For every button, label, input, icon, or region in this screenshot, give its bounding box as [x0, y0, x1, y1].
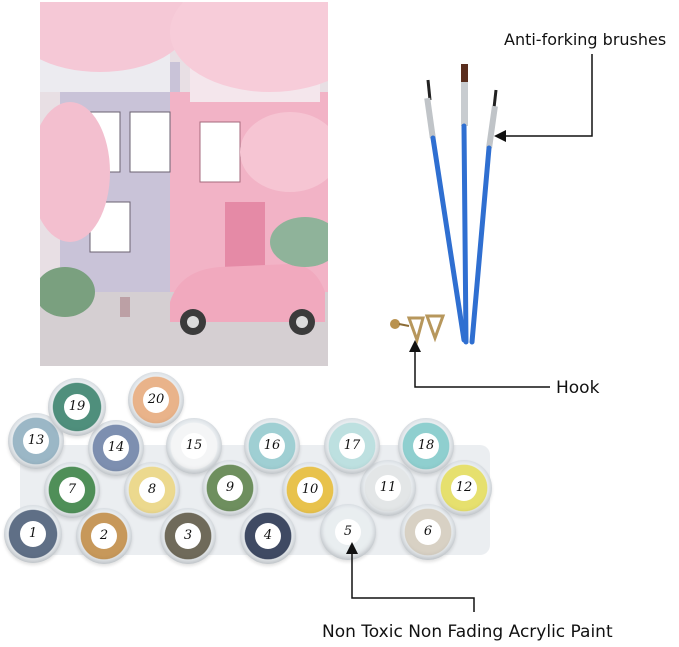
- paint-pot-number: 20: [143, 387, 169, 413]
- paint-pot-18: 18: [398, 418, 454, 474]
- flat-brush-middle: [461, 64, 469, 345]
- paint-pot-number: 15: [181, 433, 207, 459]
- hook-label: Hook: [556, 378, 600, 398]
- paint-pot-number: 5: [335, 519, 361, 545]
- paint-label: Non Toxic Non Fading Acrylic Paint: [322, 622, 613, 642]
- paint-pot-number: 2: [91, 523, 117, 549]
- paint-pot-6: 6: [400, 504, 456, 560]
- paint-pot-number: 12: [451, 475, 477, 501]
- paint-pot-number: 19: [64, 394, 90, 420]
- paint-pot-number: 17: [339, 433, 365, 459]
- paint-pot-number: 9: [217, 475, 243, 501]
- paint-pot-19: 19: [48, 378, 106, 436]
- paint-pot-20: 20: [128, 372, 184, 428]
- brushes-illustration: [424, 64, 498, 345]
- paint-pot-number: 1: [20, 521, 46, 547]
- hook-callout-line: [409, 340, 550, 388]
- paint-callout-line: [346, 542, 475, 612]
- paint-pot-17: 17: [324, 418, 380, 474]
- paint-pot-1: 1: [4, 505, 62, 563]
- paint-pot-number: 8: [139, 477, 165, 503]
- paint-pot-11: 11: [360, 460, 416, 516]
- street-scene-illustration: [40, 2, 328, 366]
- painting-preview: [40, 2, 328, 366]
- hook-illustration: [390, 314, 446, 345]
- paint-pot-15: 15: [166, 418, 222, 474]
- paint-pot-number: 3: [175, 523, 201, 549]
- paint-pot-number: 10: [297, 477, 323, 503]
- paint-pot-number: 18: [413, 433, 439, 459]
- paint-pot-number: 14: [103, 435, 129, 461]
- paint-pot-10: 10: [282, 462, 338, 518]
- paint-pot-13: 13: [8, 413, 64, 469]
- paint-pot-7: 7: [44, 462, 100, 518]
- paint-pot-2: 2: [76, 508, 132, 564]
- paint-pot-12: 12: [436, 460, 492, 516]
- paint-pot-3: 3: [160, 508, 216, 564]
- paint-pot-number: 11: [375, 475, 401, 501]
- paint-pot-14: 14: [88, 420, 144, 476]
- paint-pot-number: 13: [23, 428, 49, 454]
- paint-pot-9: 9: [202, 460, 258, 516]
- brushes-callout-line: [494, 54, 593, 142]
- paint-pot-number: 16: [259, 433, 285, 459]
- round-brush-left: [424, 79, 467, 343]
- paint-pot-number: 4: [255, 523, 281, 549]
- round-brush-right: [469, 89, 498, 345]
- paint-pot-number: 7: [59, 477, 85, 503]
- paint-pot-4: 4: [240, 508, 296, 564]
- brushes-label: Anti-forking brushes: [504, 30, 667, 49]
- paint-pot-16: 16: [244, 418, 300, 474]
- paint-pot-8: 8: [124, 462, 180, 518]
- paint-pot-number: 6: [415, 519, 441, 545]
